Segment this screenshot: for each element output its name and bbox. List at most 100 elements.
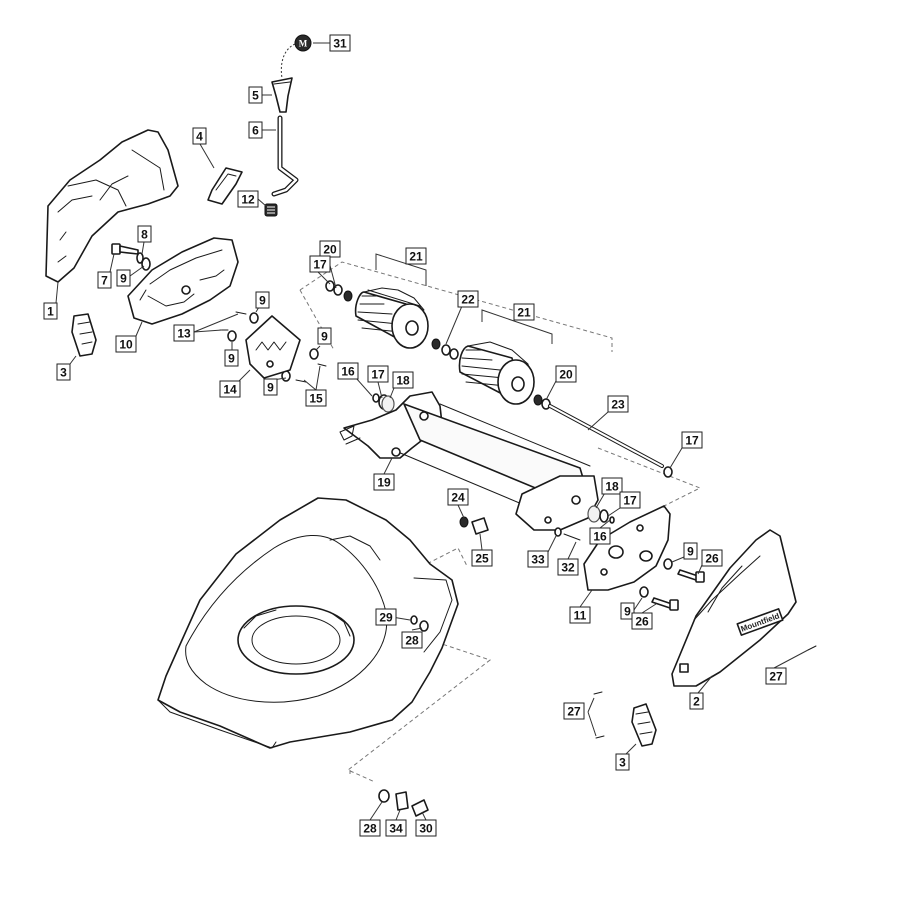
- svg-text:2: 2: [693, 695, 700, 709]
- part-31-marker: M: [294, 34, 312, 52]
- svg-text:9: 9: [687, 545, 694, 559]
- svg-text:24: 24: [451, 491, 465, 505]
- svg-text:28: 28: [363, 822, 377, 836]
- svg-text:23: 23: [611, 398, 625, 412]
- svg-text:29: 29: [379, 611, 393, 625]
- callout-labels: 31 5 6 4 12 8 7 9 1 3 10 9 13 9 14 9 9 1…: [43, 34, 787, 837]
- callout-19: 19: [373, 473, 395, 491]
- svg-text:28: 28: [405, 634, 419, 648]
- part-8-washer: [136, 252, 144, 264]
- callout-24: 24: [447, 488, 469, 506]
- part-21-roller-right: [458, 341, 535, 405]
- svg-text:3: 3: [60, 366, 67, 380]
- part-7-bolt: [111, 243, 139, 255]
- part-26-bolts: [651, 569, 705, 611]
- svg-text:27: 27: [769, 670, 783, 684]
- callout-31: 31: [329, 34, 351, 52]
- svg-text:10: 10: [119, 338, 133, 352]
- svg-text:19: 19: [377, 476, 391, 490]
- callout-9-g: 9: [620, 602, 635, 620]
- part-3-right-clip: [631, 703, 657, 747]
- callout-32: 32: [557, 558, 579, 576]
- callout-34: 34: [385, 819, 407, 837]
- part-32-screw: [563, 533, 581, 541]
- svg-text:27: 27: [567, 705, 581, 719]
- svg-text:1: 1: [47, 305, 54, 319]
- svg-text:4: 4: [196, 130, 203, 144]
- svg-text:22: 22: [461, 293, 475, 307]
- svg-text:9: 9: [259, 294, 266, 308]
- callout-12: 12: [237, 190, 259, 208]
- callout-6: 6: [248, 121, 263, 139]
- part-13-screws: [219, 311, 247, 331]
- callout-3-left: 3: [56, 363, 71, 381]
- callout-8: 8: [137, 225, 152, 243]
- callout-9-e: 9: [317, 327, 332, 345]
- part-3-left-clip: [71, 313, 97, 357]
- callout-3-right: 3: [615, 753, 630, 771]
- svg-text:30: 30: [419, 822, 433, 836]
- svg-text:34: 34: [389, 822, 403, 836]
- part-9-washer-a: [141, 257, 151, 271]
- svg-text:21: 21: [409, 250, 423, 264]
- callout-5: 5: [248, 86, 263, 104]
- callout-18-a: 18: [392, 371, 414, 389]
- callout-22: 22: [457, 290, 479, 308]
- svg-text:14: 14: [223, 383, 237, 397]
- svg-text:17: 17: [313, 258, 327, 272]
- part-21-roller-left: [354, 287, 429, 349]
- callout-18-b: 18: [601, 477, 623, 495]
- callout-11: 11: [569, 606, 591, 624]
- part-25-bush: [471, 517, 489, 535]
- callout-27-a: 27: [765, 667, 787, 685]
- svg-text:32: 32: [561, 561, 575, 575]
- part-4-bracket: [207, 167, 243, 205]
- callout-10: 10: [115, 335, 137, 353]
- svg-text:9: 9: [624, 605, 631, 619]
- part-18-bearing-right: [587, 505, 615, 524]
- callout-21-b: 21: [513, 303, 535, 321]
- callout-4: 4: [192, 127, 207, 145]
- svg-text:20: 20: [559, 368, 573, 382]
- part-27-screws: [593, 645, 817, 739]
- part-11-right-plate: [583, 505, 671, 591]
- callout-17-d: 17: [619, 491, 641, 509]
- part-10-left-housing: [127, 237, 239, 325]
- callout-28-a: 28: [401, 631, 423, 649]
- callout-16-a: 16: [337, 362, 359, 380]
- svg-text:16: 16: [341, 365, 355, 379]
- callout-9-b: 9: [255, 291, 270, 309]
- svg-text:5: 5: [252, 89, 259, 103]
- svg-text:17: 17: [623, 494, 637, 508]
- callout-9-a: 9: [116, 269, 131, 287]
- svg-text:9: 9: [120, 272, 127, 286]
- callout-9-c: 9: [224, 349, 239, 367]
- svg-text:8: 8: [141, 228, 148, 242]
- callout-29: 29: [375, 608, 397, 626]
- part-14-height-plate: [245, 315, 301, 379]
- svg-text:12: 12: [241, 193, 255, 207]
- part-23-axle: [548, 404, 664, 468]
- part-20-17-washers-left: [325, 280, 353, 302]
- callout-7: 7: [97, 271, 112, 289]
- svg-text:3: 3: [619, 756, 626, 770]
- callout-17-b: 17: [367, 365, 389, 383]
- svg-text:18: 18: [396, 374, 410, 388]
- part-22-washer: [431, 338, 459, 360]
- part-2-right-cover: Mountfield: [671, 529, 797, 687]
- part-28-34-30-bottom-fixings: [378, 789, 429, 817]
- part-19-roller-frame: [339, 391, 599, 531]
- svg-text:21: 21: [517, 306, 531, 320]
- part-29-28-deck-fixings: [410, 615, 429, 632]
- part-24-nut: [459, 516, 469, 528]
- callout-9-f: 9: [683, 542, 698, 560]
- svg-text:31: 31: [333, 37, 347, 51]
- callout-13: 13: [173, 324, 195, 342]
- callout-14: 14: [219, 380, 241, 398]
- callout-9-d: 9: [263, 378, 278, 396]
- callout-26-a: 26: [701, 549, 723, 567]
- svg-text:9: 9: [228, 352, 235, 366]
- svg-text:25: 25: [475, 552, 489, 566]
- svg-text:15: 15: [309, 392, 323, 406]
